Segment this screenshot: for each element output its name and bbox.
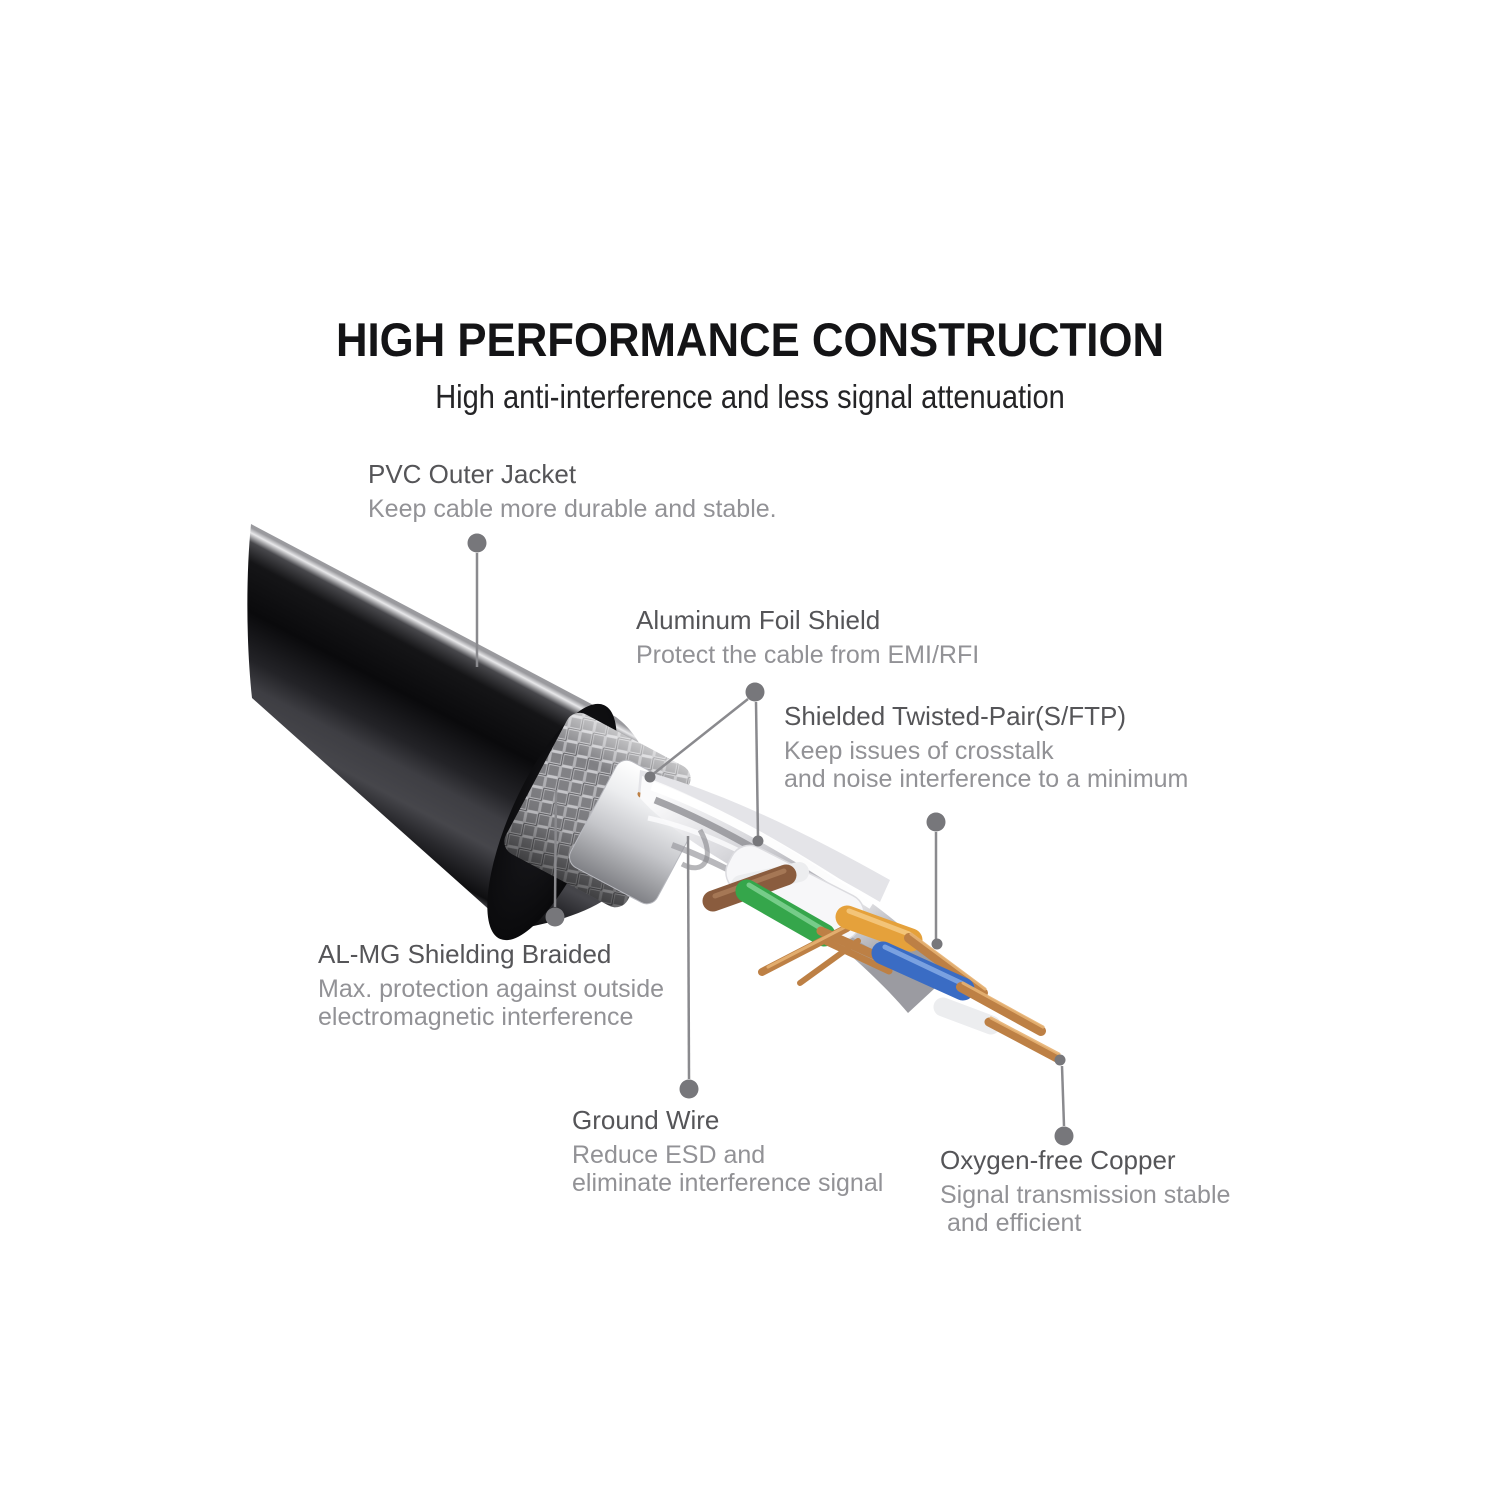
wire-fan bbox=[702, 862, 1062, 1063]
label-desc: eliminate interference signal bbox=[572, 1169, 884, 1197]
page-subtitle: High anti-interference and less signal a… bbox=[435, 378, 1065, 415]
label-title: PVC Outer Jacket bbox=[368, 459, 577, 489]
label-desc: Keep cable more durable and stable. bbox=[368, 495, 777, 523]
label-pvc-outer-jacket: PVC Outer Jacket Keep cable more durable… bbox=[368, 459, 777, 523]
blue-copper-tip bbox=[956, 982, 1046, 1036]
label-title: Aluminum Foil Shield bbox=[636, 605, 881, 635]
callout-line-braid bbox=[553, 789, 558, 908]
callout-line-copper bbox=[1060, 1065, 1066, 1127]
callout-end-dot bbox=[644, 771, 656, 783]
label-desc: Signal transmission stable bbox=[940, 1181, 1231, 1209]
label-shielded-twisted-pair: Shielded Twisted-Pair(S/FTP) Keep issues… bbox=[784, 701, 1188, 793]
callout-end-dot bbox=[752, 835, 764, 847]
page-title: HIGH PERFORMANCE CONSTRUCTION bbox=[335, 313, 1165, 366]
label-desc: Reduce ESD and bbox=[572, 1141, 766, 1169]
label-title: AL-MG Shielding Braided bbox=[318, 939, 612, 969]
label-oxygen-free-copper: Oxygen-free Copper Signal transmission s… bbox=[940, 1145, 1230, 1237]
label-title: Shielded Twisted-Pair(S/FTP) bbox=[784, 701, 1126, 731]
label-aluminum-foil-shield: Aluminum Foil Shield Protect the cable f… bbox=[636, 605, 979, 669]
label-title: Ground Wire bbox=[572, 1105, 720, 1135]
callout-dot-ground bbox=[679, 1079, 699, 1099]
callout-line-ground bbox=[686, 835, 691, 1080]
copper-strand bbox=[823, 938, 893, 975]
green-wire bbox=[735, 879, 836, 947]
callout-end-dot bbox=[931, 938, 943, 950]
label-desc: and efficient bbox=[947, 1209, 1082, 1237]
callout-dot-braid bbox=[545, 907, 565, 927]
label-ground-wire: Ground Wire Reduce ESD and eliminate int… bbox=[572, 1105, 883, 1197]
label-desc: Max. protection against outside bbox=[318, 975, 665, 1003]
label-desc: electromagnetic interference bbox=[318, 1003, 634, 1031]
ground-strand bbox=[758, 924, 851, 976]
orange-wire bbox=[835, 905, 923, 952]
callout-end-dot bbox=[1054, 1054, 1066, 1066]
label-desc: and noise interference to a minimum bbox=[784, 765, 1189, 793]
callout-dot-sftp bbox=[926, 812, 946, 832]
label-almg-shielding-braided: AL-MG Shielding Braided Max. protection … bbox=[318, 939, 664, 1031]
label-desc: Protect the cable from EMI/RFI bbox=[636, 641, 980, 669]
callout-dot-pvc bbox=[467, 533, 487, 553]
white-pair-lower bbox=[933, 997, 1001, 1035]
blue-wire bbox=[871, 941, 975, 1001]
label-desc: Keep issues of crosstalk bbox=[784, 737, 1054, 765]
label-title: Oxygen-free Copper bbox=[940, 1145, 1176, 1175]
white-copper-tip bbox=[984, 1017, 1062, 1063]
callout-dot-copper bbox=[1054, 1126, 1074, 1146]
callouts bbox=[467, 533, 1074, 1146]
callout-line-foil-b bbox=[754, 701, 760, 839]
callout-line-foil-a bbox=[651, 698, 749, 776]
callout-dot-foil bbox=[745, 682, 765, 702]
ground-strand bbox=[797, 938, 861, 986]
